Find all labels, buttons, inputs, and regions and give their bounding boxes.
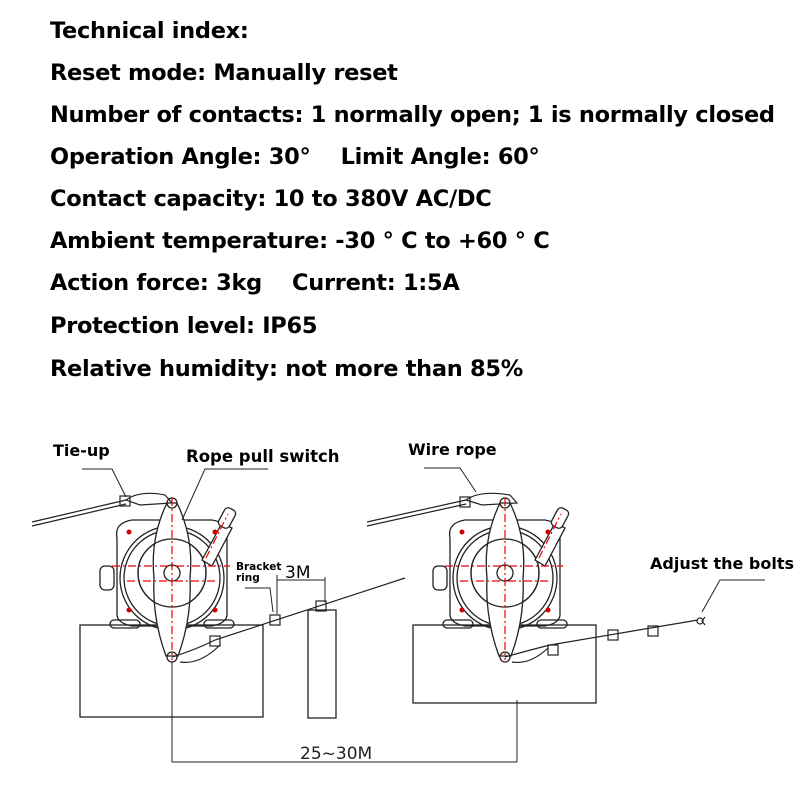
left-installation: Tie-up Rope pull switch Bracket ring 3M … (31, 441, 518, 764)
label-wire-rope: Wire rope (408, 440, 497, 459)
spec-action-force-current: Action force: 3kg Current: 1:5A (50, 270, 460, 296)
label-adjust-the-bolts: Adjust the bolts (650, 554, 794, 573)
spec-humidity: Relative humidity: not more than 85% (50, 356, 523, 382)
spec-reset-mode: Reset mode: Manually reset (50, 60, 398, 86)
lower-rope (171, 577, 406, 663)
label-rope-pull-switch: Rope pull switch (186, 447, 340, 466)
label-bracket-ring-line2: ring (236, 572, 260, 584)
spec-protection-level: Protection level: IP65 (50, 313, 318, 339)
rope-pull-switch-drawing (99, 497, 238, 663)
spec-ambient-temperature: Ambient temperature: -30 ° C to +60 ° C (50, 228, 550, 254)
lower-wire-rope (504, 616, 706, 664)
label-distance: 25~30M (300, 744, 372, 764)
label-tie-up: Tie-up (53, 441, 110, 460)
upper-wire-rope (366, 492, 519, 527)
spec-contacts: Number of contacts: 1 normally open; 1 i… (50, 102, 775, 128)
label-spacing-3m: 3M (285, 563, 310, 583)
right-installation: Wire rope Adjust the bolts (366, 440, 794, 704)
label-bracket-ring-line1: Bracket (236, 561, 281, 573)
spec-heading: Technical index: (50, 18, 249, 44)
bracket-post (307, 609, 337, 719)
upper-rope (31, 492, 174, 527)
rope-pull-switch-drawing (432, 497, 571, 663)
spec-contact-capacity: Contact capacity: 10 to 380V AC/DC (50, 186, 492, 212)
spec-angles: Operation Angle: 30° Limit Angle: 60° (50, 144, 540, 170)
